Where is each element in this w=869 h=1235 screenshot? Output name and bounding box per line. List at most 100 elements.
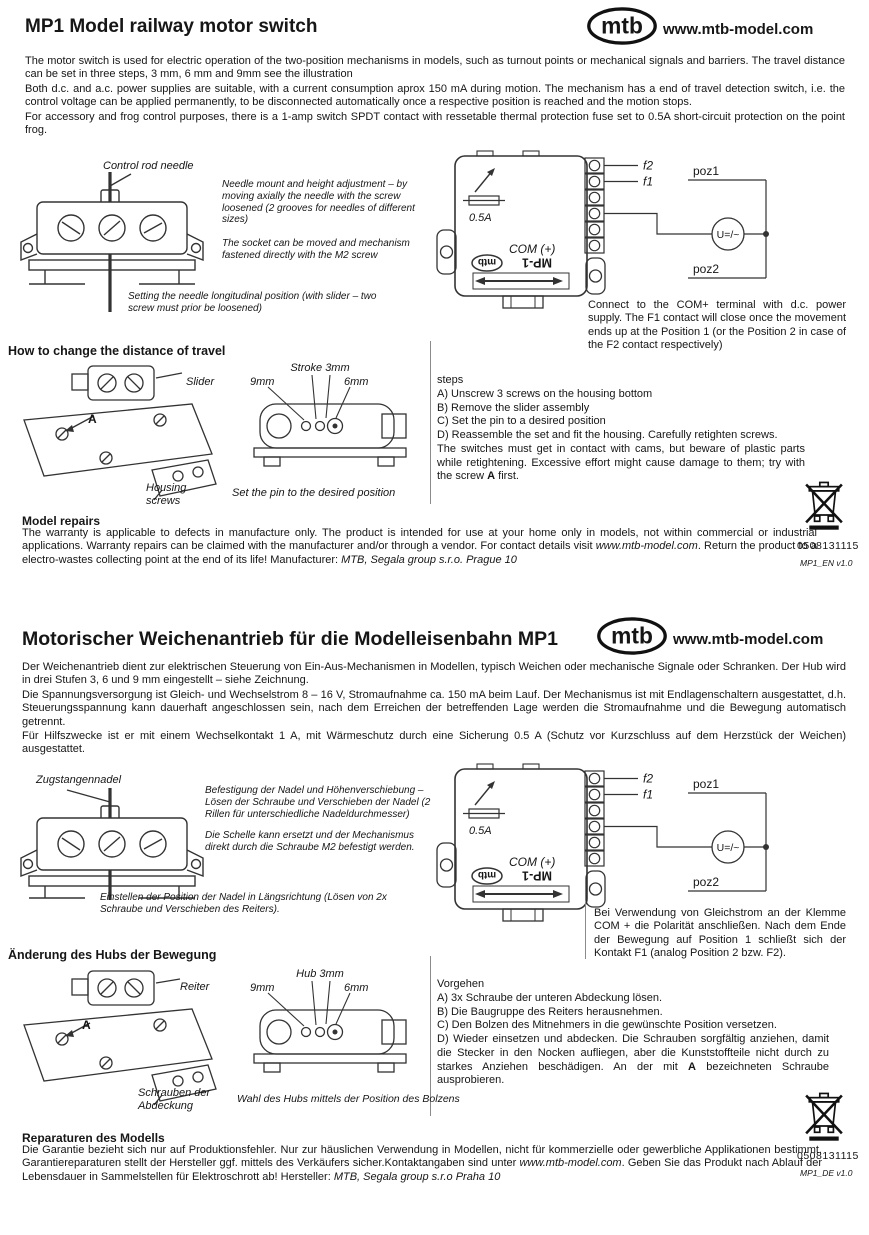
- repairs-text: . Geben Sie das Produkt nach Ablauf der …: [22, 1157, 822, 1183]
- device-model-text: MP-1: [522, 869, 552, 883]
- wiring-diagram-en: mtb MP-1 f2 f1 0.5A COM (+) poz1 poz2 U=…: [436, 150, 769, 309]
- step-item-d: D) Wieder einsetzen und abdecken. Die Sc…: [437, 1033, 829, 1088]
- doc-version-de: MP1_DE v1.0: [800, 1168, 853, 1178]
- product-code: 0508131115: [797, 1150, 859, 1162]
- weee-icon: [805, 1092, 843, 1141]
- weee-icon: [805, 481, 843, 530]
- intro-block-de: Der Weichenantrieb dient zur elektrische…: [22, 661, 846, 758]
- website-url-de: www.mtb-model.com: [673, 631, 824, 648]
- intro-block-en: The motor switch is used for electric op…: [25, 55, 845, 138]
- wiring-diagram-de: mtb MP-1 f2 f1 0.5A COM (+) poz1 poz2 U=…: [436, 763, 769, 922]
- stroke-label: Stroke 3mm: [290, 362, 349, 374]
- housing-screws-label-de: Schrauben der Abdeckung: [138, 1087, 211, 1112]
- steps-heading: steps: [437, 374, 464, 386]
- mtb-logo-text: mtb: [601, 13, 643, 39]
- manufacturer-name: MTB, Segala group s.r.o Praha 10: [333, 1170, 501, 1183]
- device-brand-text: mtb: [478, 869, 496, 880]
- mm6-label: 6mm: [344, 376, 368, 388]
- power-supply-label: U=/~: [717, 229, 740, 241]
- mm9-label: 9mm: [250, 982, 274, 994]
- mm9-label: 9mm: [250, 376, 274, 388]
- doc-version-en: MP1_EN v1.0: [800, 558, 853, 568]
- intro-paragraph: The motor switch is used for electric op…: [25, 55, 845, 81]
- step-d-text: bezeichneten Schraube ausprobieren.: [437, 1060, 829, 1087]
- socket-annotation-de: Die Schelle kann ersetzt und der Mechani…: [205, 830, 415, 853]
- housing-screws-label: Housing screws: [146, 482, 187, 507]
- steps-block-en: steps A) Unscrew 3 screws on the housing…: [437, 374, 805, 484]
- page-title-de: Motorischer Weichenantrieb für die Model…: [22, 628, 558, 650]
- terminal-f2-label: f2: [643, 772, 653, 786]
- steps-note-text: The switches must get in contact with ca…: [437, 442, 805, 483]
- mtb-logo-text: mtb: [611, 623, 653, 649]
- control-rod-needle-label: Control rod needle: [103, 160, 194, 172]
- repairs-url: www.mtb-model.com: [519, 1157, 622, 1170]
- step-d-text: D) Wieder einsetzen und abdecken. Die Sc…: [437, 1033, 829, 1073]
- motor-device-diagram-en: [20, 172, 204, 312]
- repairs-heading-de: Reparaturen des Modells: [22, 1131, 165, 1145]
- poz1-label: poz1: [693, 164, 719, 178]
- poz2-label: poz2: [693, 875, 719, 889]
- step-item: A) 3x Schraube der unteren Abdeckung lös…: [437, 991, 663, 1004]
- repairs-text: . Return the product to a electro-wastes…: [22, 540, 817, 566]
- intro-paragraph: Both d.c. and a.c. power supplies are su…: [25, 82, 845, 109]
- repairs-paragraph-en: The warranty is applicable to defects in…: [22, 527, 817, 567]
- stroke-caption-en: Set the pin to the desired position: [232, 487, 396, 499]
- poz1-label: poz1: [693, 777, 719, 791]
- intro-paragraph: Der Weichenantrieb dient zur elektrische…: [22, 661, 846, 687]
- website-url-en: www.mtb-model.com: [663, 21, 814, 38]
- device-brand-text: mtb: [478, 256, 496, 267]
- fuse-label: 0.5A: [469, 825, 492, 837]
- steps-note: The switches must get in contact with ca…: [437, 443, 805, 484]
- terminal-f1-label: f1: [643, 788, 653, 802]
- divider-line: [430, 341, 431, 504]
- com-label: COM (+): [509, 855, 555, 869]
- stroke-label: Hub 3mm: [296, 968, 344, 980]
- control-rod-needle-label-de: Zugstangennadel: [36, 774, 122, 786]
- intro-paragraph: Für Hilfszwecke ist er mit einem Wechsel…: [22, 730, 846, 756]
- repairs-heading-en: Model repairs: [22, 514, 101, 528]
- manufacturer-name: MTB, Segala group s.r.o. Prague 10: [341, 553, 517, 566]
- stroke-diagram-de: Hub 3mm 9mm 6mm: [250, 968, 407, 1073]
- steps-heading: Vorgehen: [437, 978, 485, 990]
- terminal-f1-label: f1: [643, 175, 653, 189]
- step-item: C) Den Bolzen des Mitnehmers in die gewü…: [437, 1019, 777, 1032]
- repairs-paragraph-de: Die Garantie bezieht sich nur auf Produk…: [22, 1144, 822, 1184]
- wiring-caption-de: Bei Verwendung von Gleichstrom an der Kl…: [594, 907, 846, 960]
- repairs-url: www.mtb-model.com: [595, 540, 698, 553]
- wiring-caption-en: Connect to the COM+ terminal with d.c. p…: [588, 299, 846, 352]
- product-code: 0508131115: [797, 540, 859, 552]
- com-label: COM (+): [509, 242, 555, 256]
- steps-block-de: Vorgehen A) 3x Schraube der unteren Abde…: [437, 978, 829, 1088]
- divider-line: [430, 956, 431, 1116]
- needle-position-annotation: Setting the needle longitudinal position…: [128, 291, 377, 314]
- poz2-label: poz2: [693, 262, 719, 276]
- step-item: D) Reassemble the set and fit the housin…: [437, 429, 778, 441]
- stroke-caption-de: Wahl des Hubs mittels der Position des B…: [237, 1093, 460, 1105]
- repairs-text: Die Garantie bezieht sich nur auf Produk…: [22, 1144, 822, 1170]
- section-heading-travel-de: Änderung des Hubs der Bewegung: [8, 948, 217, 962]
- fuse-label: 0.5A: [469, 212, 492, 224]
- socket-annotation: The socket can be moved and mechanism fa…: [222, 238, 410, 261]
- mm6-label: 6mm: [344, 982, 368, 994]
- power-supply-label: U=/~: [717, 842, 740, 854]
- page-title-en: MP1 Model railway motor switch: [25, 16, 318, 37]
- device-model-text: MP-1: [522, 256, 552, 270]
- slider-label: Slider: [186, 376, 215, 388]
- exploded-view-diagram-de: [23, 970, 217, 1106]
- step-item: C) Set the pin to a desired position: [437, 415, 606, 428]
- step-item: B) Die Baugruppe des Reiters herausnehme…: [437, 1005, 663, 1018]
- intro-paragraph: For accessory and frog control purposes,…: [25, 110, 845, 137]
- needle-annotation: Needle mount and height adjustment – by …: [222, 179, 415, 226]
- screw-a-label: A: [88, 412, 97, 426]
- mtb-logo-icon: mtb: [587, 7, 657, 45]
- step-item: B) Remove the slider assembly: [437, 401, 590, 414]
- repairs-text: The warranty is applicable to defects in…: [22, 527, 817, 553]
- step-item: A) Unscrew 3 screws on the housing botto…: [437, 387, 653, 400]
- needle-annotation-de: Befestigung der Nadel und Höhenverschieb…: [205, 785, 431, 820]
- divider-line: [585, 902, 586, 959]
- stroke-diagram-en: Stroke 3mm 9mm 6mm: [250, 362, 407, 467]
- motor-device-diagram-de: [20, 788, 204, 900]
- needle-position-annotation-de: Einstellen der Position der Nadel in Län…: [100, 892, 387, 915]
- intro-paragraph: Die Spannungsversorgung ist Gleich- und …: [22, 688, 846, 728]
